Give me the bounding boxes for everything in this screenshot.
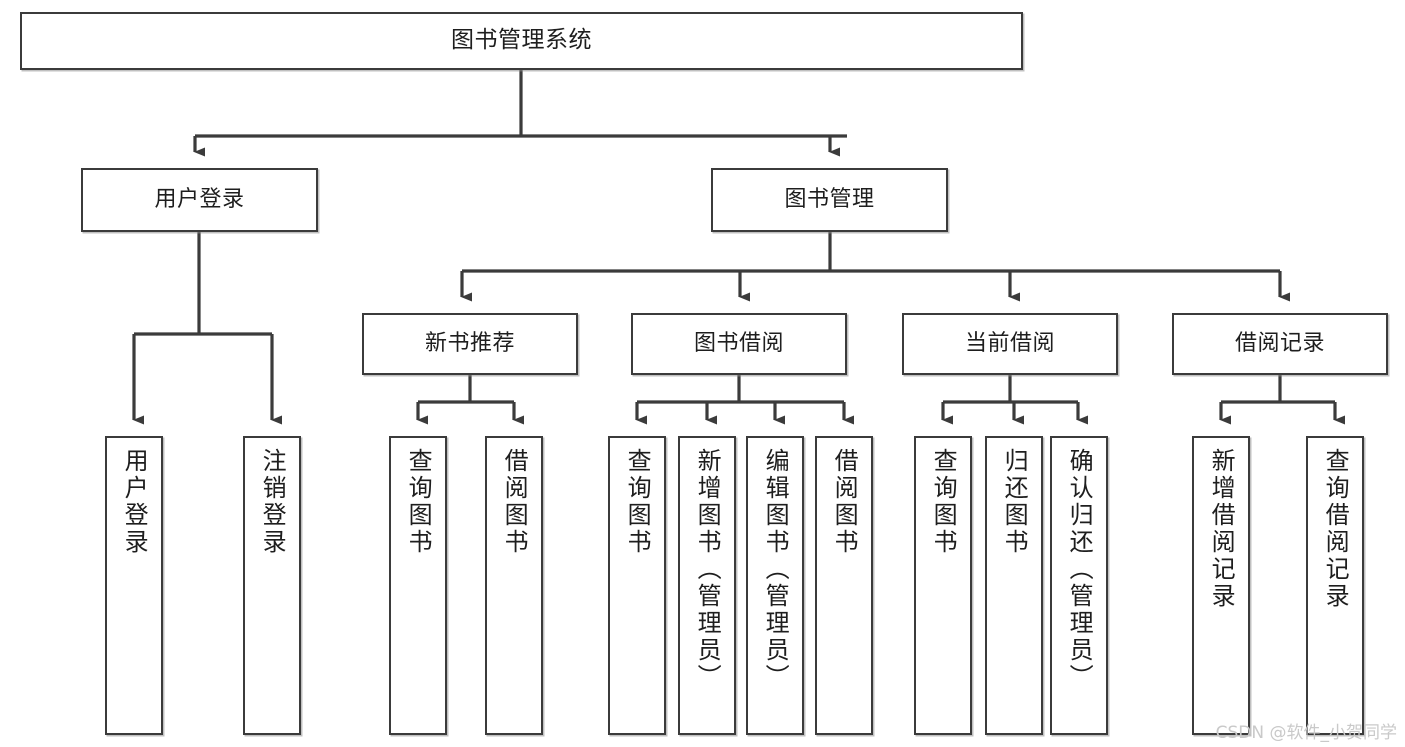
node-label: 新增图书（管理员） — [693, 448, 722, 691]
node-label: 借阅图书 — [830, 448, 859, 556]
leaf-book-borrow-3[interactable]: 编辑图书（管理员） — [746, 436, 804, 735]
node-label: 编辑图书（管理员） — [761, 448, 790, 691]
node-label: 注销登录 — [258, 448, 287, 556]
leaf-user-login-1[interactable]: 用户登录 — [105, 436, 163, 735]
node-current-borrow[interactable]: 当前借阅 — [902, 313, 1118, 375]
node-book-management-system[interactable]: 图书管理系统 — [20, 12, 1023, 70]
node-label: 借阅记录 — [1234, 330, 1325, 356]
node-label: 图书借阅 — [693, 330, 784, 356]
leaf-current-borrow-1[interactable]: 查询图书 — [914, 436, 972, 735]
leaf-current-borrow-2[interactable]: 归还图书 — [985, 436, 1043, 735]
node-label: 查询借阅记录 — [1321, 448, 1350, 610]
node-label: 新书推荐 — [424, 330, 515, 356]
node-label: 当前借阅 — [964, 330, 1055, 356]
node-borrow-record[interactable]: 借阅记录 — [1172, 313, 1388, 375]
leaf-new-book-recommend-2[interactable]: 借阅图书 — [485, 436, 543, 735]
leaf-new-book-recommend-1[interactable]: 查询图书 — [389, 436, 447, 735]
leaf-borrow-record-2[interactable]: 查询借阅记录 — [1306, 436, 1364, 735]
node-label: 确认归还（管理员） — [1065, 448, 1094, 691]
node-label: 图书管理系统 — [451, 27, 592, 54]
csdn-watermark: CSDN @软件_小贺同学 — [1215, 723, 1397, 743]
leaf-borrow-record-1[interactable]: 新增借阅记录 — [1192, 436, 1250, 735]
leaf-book-borrow-1[interactable]: 查询图书 — [608, 436, 666, 735]
node-label: 查询图书 — [623, 448, 652, 556]
node-label: 用户登录 — [154, 186, 245, 212]
leaf-current-borrow-3[interactable]: 确认归还（管理员） — [1050, 436, 1108, 735]
node-label: 查询图书 — [404, 448, 433, 556]
node-book-management[interactable]: 图书管理 — [711, 168, 948, 232]
leaf-user-login-2[interactable]: 注销登录 — [243, 436, 301, 735]
node-label: 图书管理 — [784, 186, 875, 212]
node-label: 用户登录 — [120, 448, 149, 556]
node-label: 借阅图书 — [500, 448, 529, 556]
node-label: 新增借阅记录 — [1207, 448, 1236, 610]
leaf-book-borrow-2[interactable]: 新增图书（管理员） — [678, 436, 736, 735]
node-user-login[interactable]: 用户登录 — [81, 168, 318, 232]
node-label: 归还图书 — [1000, 448, 1029, 556]
node-label: 查询图书 — [929, 448, 958, 556]
leaf-book-borrow-4[interactable]: 借阅图书 — [815, 436, 873, 735]
node-book-borrow[interactable]: 图书借阅 — [631, 313, 847, 375]
node-new-book-recommend[interactable]: 新书推荐 — [362, 313, 578, 375]
